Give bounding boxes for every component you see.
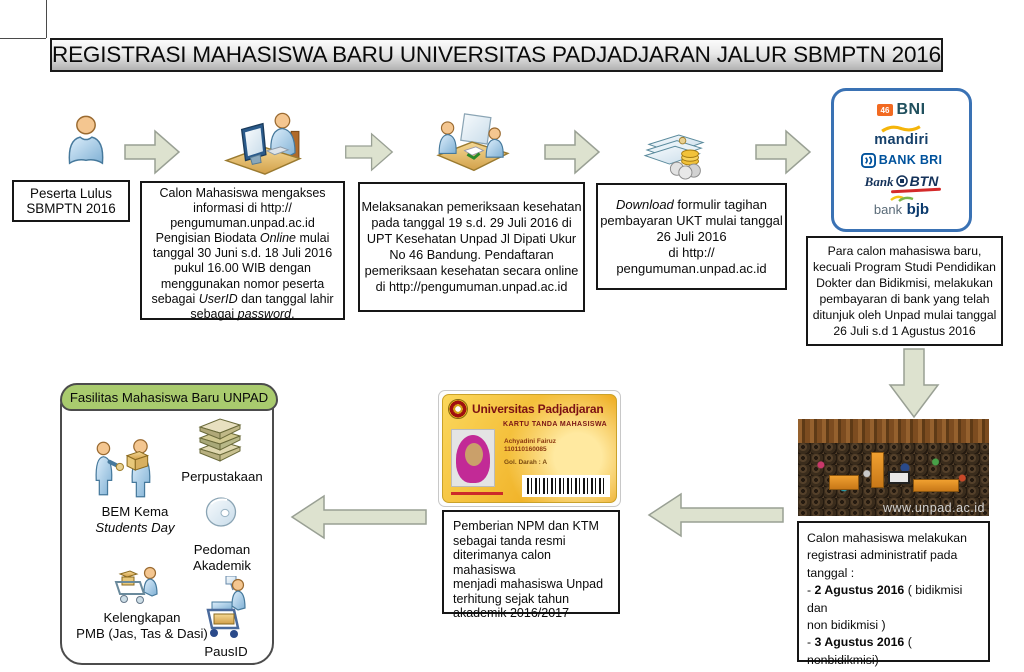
bem-people-icon <box>95 439 151 498</box>
arrow-right-step3-step4 <box>544 129 601 175</box>
student-id-card: Universitas Padjadjaran KARTU TANDA MAHA… <box>438 390 621 507</box>
cart-with-boxes-icon <box>114 566 158 604</box>
photo-wood-wall <box>798 419 989 445</box>
step2-text3: dan tanggal lahir sebagai <box>190 291 334 321</box>
step-box-peserta-lulus: Peserta Lulus SBMPTN 2016 <box>12 180 130 222</box>
meeting-icon <box>436 113 510 172</box>
bri-symbol-icon <box>860 153 876 169</box>
step4-text: formulir tagihan pembayaran UKT mulai ta… <box>600 196 783 276</box>
bjb-wordmark: bjb <box>906 201 930 219</box>
mandiri-wave-icon <box>881 125 922 133</box>
bank-logo-bri: BANK BRI <box>860 153 943 169</box>
step2-text2: mulai tanggal 30 Juni s.d. 18 Juli 2016 … <box>151 231 333 306</box>
person-at-computer-icon <box>223 112 302 175</box>
card-blood-type: Gol. Darah : A <box>504 459 548 466</box>
step2-text: Calon Mahasiswa mengakses informasi di h… <box>155 186 326 246</box>
step-box-pembayaran-bank: Para calon mahasiswa baru, kecuali Progr… <box>806 236 1003 346</box>
btn-bank-word: Bank <box>864 173 894 189</box>
step-box-akses-informasi: Calon Mahasiswa mengakses informasi di h… <box>140 181 345 321</box>
step-box-download-formulir: Download formulir tagihan pembayaran UKT… <box>596 183 787 290</box>
step6-text: Calon mahasiswa melakukan registrasi adm… <box>807 531 967 598</box>
person-icon <box>68 115 104 165</box>
svg-text:46: 46 <box>881 106 890 115</box>
photo-desk <box>828 475 859 491</box>
card-barcode <box>522 475 610 497</box>
bank-logo-bni: 46 BNI <box>877 100 926 118</box>
btn-wordmark: BTN <box>909 173 939 190</box>
card-fine-print <box>451 492 503 495</box>
pausid-cart-icon <box>206 576 246 638</box>
mandiri-wordmark: mandiri <box>874 131 929 148</box>
card-face: Universitas Padjadjaran KARTU TANDA MAHA… <box>442 394 617 503</box>
btn-circle-icon <box>895 175 908 187</box>
step-box-registrasi-administratif: Calon mahasiswa melakukan registrasi adm… <box>797 521 990 672</box>
photo-desk <box>912 479 959 493</box>
label-pedoman-akademik: Pedoman Akademik <box>193 542 251 573</box>
label-pausid: PausID <box>204 644 248 659</box>
step2-online: Online <box>259 231 297 246</box>
step2-password: password <box>237 306 292 321</box>
photo-partition <box>870 451 884 488</box>
card-npm-number: 110110160085 <box>504 446 547 453</box>
photo-watermark: www.unpad.ac.id <box>882 501 985 515</box>
bjb-waves-icon <box>889 195 913 202</box>
bjb-bank-word: bank <box>873 202 903 218</box>
bri-wordmark: BANK BRI <box>878 153 943 168</box>
cd-icon <box>205 497 237 527</box>
step-box-pemberian-npm-ktm: Pemberian NPM dan KTM sebagai tanda resm… <box>442 510 620 620</box>
portrait-face <box>465 443 483 466</box>
step4-download: Download <box>615 196 674 212</box>
arrow-right-step4-banks <box>755 129 812 175</box>
bank-logo-mandiri: mandiri <box>874 124 928 148</box>
arrow-right-step2-step3 <box>345 132 394 172</box>
step2-userid: UserID <box>198 291 238 306</box>
arrow-left-ktm-to-fasilitas <box>290 494 427 540</box>
label-kelengkapan-pmb: Kelengkapan PMB (Jas, Tas & Dasi) <box>76 610 208 641</box>
arrow-right-step1-step2 <box>124 129 181 175</box>
card-holder-name: Achyadini Fairuz <box>504 438 557 445</box>
bank-logo-bjb: bank bjb <box>874 194 929 218</box>
step6-text3: ( nonbidikmisi) Sesuai jadwal masing mas… <box>807 635 972 672</box>
unpad-logo-icon <box>448 399 468 419</box>
card-university-name: Universitas Padjadjaran <box>472 402 604 416</box>
step6-text2: ( bidikmisi dan non bidikmisi ) - <box>807 583 963 650</box>
bank-logos-panel: 46 BNI mandiri BANK BRI Bank BTN <box>831 88 972 232</box>
books-stack-icon <box>198 418 242 462</box>
card-title: KARTU TANDA MAHASISWA <box>503 421 608 428</box>
fasilitas-panel: Fasilitas Mahasiswa Baru UNPAD Perpustak… <box>60 383 278 665</box>
photo-laptop <box>887 471 910 485</box>
registration-hall-photo: www.unpad.ac.id <box>798 419 989 516</box>
page-title: REGISTRASI MAHASISWA BARU UNIVERSITAS PA… <box>50 38 943 72</box>
page-crop-line-vertical <box>46 0 47 38</box>
label-perpustakaan: Perpustakaan <box>181 469 263 484</box>
step6-date2: 3 Agustus 2016 <box>814 635 905 650</box>
step6-date1: 2 Agustus 2016 <box>814 583 905 598</box>
bni-46-icon: 46 <box>877 103 894 116</box>
card-portrait <box>451 429 495 487</box>
step-box-pemeriksaan-kesehatan: Melaksanakan pemeriksaan kesehatan pada … <box>358 182 585 312</box>
payment-form-coins-icon <box>643 134 705 180</box>
bni-wordmark: BNI <box>896 100 926 118</box>
arrow-down-to-registration <box>888 348 940 419</box>
bem-line: BEM Kema <box>101 504 169 519</box>
step2-text4: . <box>291 306 295 321</box>
arrow-left-registration-to-ktm <box>647 492 784 538</box>
fasilitas-header: Fasilitas Mahasiswa Baru UNPAD <box>60 383 278 411</box>
bank-logo-btn: Bank BTN <box>864 173 941 194</box>
page-crop-line-horizontal <box>0 38 46 39</box>
btn-red-swoosh <box>890 187 941 194</box>
students-day-line: Students Day <box>95 520 175 535</box>
